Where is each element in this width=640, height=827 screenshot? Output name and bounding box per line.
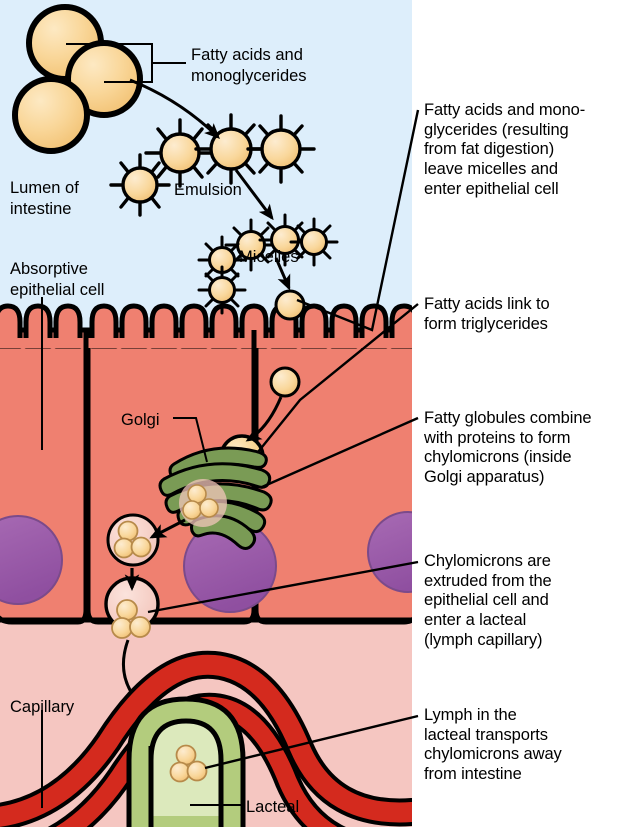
label-fatty-acids-l1: Fatty acids and	[191, 46, 303, 64]
annotation-line: (lymph capillary)	[424, 630, 543, 649]
annotation-line: chylomicrons away	[424, 745, 562, 764]
annotation-line: chylomicrons (inside	[424, 448, 572, 467]
arrow-globule-to-emulsion	[129, 78, 221, 139]
leader-annotation-4	[147, 560, 419, 614]
annotation-form-triglycerides: Fatty acids link to form triglycerides	[424, 295, 638, 334]
chylomicron-in-golgi	[179, 479, 227, 527]
label-absorptive-l2: epithelial cell	[10, 281, 104, 299]
annotation-line: enter a lacteal	[424, 610, 527, 629]
annotation-line: with proteins to form	[424, 428, 571, 447]
arrow-emulsion-to-micelles	[234, 169, 274, 221]
leader-golgi	[173, 417, 208, 463]
diagram-panel: Fatty acids and monoglycerides Lumen of …	[0, 0, 412, 827]
nucleus-right	[367, 511, 412, 593]
micelle-5	[197, 265, 247, 315]
leader-annotation-5	[204, 714, 419, 770]
emulsion-droplet-1	[109, 153, 171, 217]
label-micelles: Micelles	[239, 248, 299, 266]
annotation-chylomicrons-extruded: Chylomicrons are extruded from the epith…	[424, 552, 638, 650]
label-lacteal: Lacteal	[246, 798, 299, 816]
emulsion-droplets	[109, 113, 316, 217]
annotation-leaders	[147, 109, 420, 770]
nucleus-left	[0, 515, 63, 605]
annotation-line: glycerides (resulting	[424, 120, 569, 139]
annotation-line: enter epithelial cell	[424, 179, 559, 198]
large-lipid-globule-3	[12, 76, 90, 154]
lacteal-outline-inner	[148, 718, 224, 827]
free-fatty-acid-in-cell	[269, 366, 301, 398]
annotation-line: lacteal transports	[424, 725, 548, 744]
arrow-micelle-to-fatty-acid	[274, 257, 291, 291]
emulsion-droplet-4	[246, 114, 316, 184]
arrow-golgi-to-vesicle	[149, 518, 186, 539]
emulsion-droplet-3	[194, 113, 268, 185]
leader-annotation-2	[257, 303, 419, 453]
annotation-line: from intestine	[424, 764, 522, 783]
annotation-line: extruded from the	[424, 571, 552, 590]
annotation-line: epithelial cell and	[424, 591, 549, 610]
annotation-line: form triglycerides	[424, 314, 548, 333]
annotation-line: Chylomicrons are	[424, 552, 551, 570]
lacteal-outline-outer	[126, 696, 246, 827]
label-lumen-l2: intestine	[10, 200, 71, 218]
leader-annotation-1	[296, 109, 420, 332]
emulsion-droplet-2	[144, 118, 216, 188]
annotation-line: from fat digestion)	[424, 140, 555, 159]
annotation-fatty-acids-enter-cell: Fatty acids and mono- glycerides (result…	[424, 101, 638, 199]
annotation-chylomicrons-form: Fatty globules combine with proteins to …	[424, 409, 640, 488]
chylomicrons-in-lacteal	[169, 744, 208, 783]
label-emulsion: Emulsion	[174, 181, 242, 199]
chylomicron-vesicle	[106, 513, 160, 567]
annotation-lymph-transport: Lymph in the lacteal transports chylomic…	[424, 706, 638, 785]
label-fatty-acids-l2: monoglycerides	[191, 67, 307, 85]
leader-annotation-3	[261, 416, 419, 489]
golgi-cisterna-2	[158, 462, 272, 497]
label-capillary: Capillary	[10, 698, 75, 716]
fatty-acid-bracket	[66, 43, 186, 83]
lipid-globules-group	[12, 4, 143, 154]
micelles-group	[197, 213, 339, 315]
chylomicron-exocytosis-vesicle	[104, 576, 160, 639]
label-lumen-l1: Lumen of	[10, 179, 79, 197]
annotation-line: Golgi apparatus)	[424, 467, 545, 486]
label-absorptive-l1: Absorptive	[10, 260, 88, 278]
micelle-3	[289, 217, 339, 267]
arrow-fatty-acid-to-triglyceride	[245, 396, 283, 442]
annotation-line: Fatty globules combine	[424, 409, 592, 427]
annotation-line: Lymph in the	[424, 706, 517, 724]
annotation-line: Fatty acids link to	[424, 295, 550, 313]
label-golgi: Golgi	[121, 411, 160, 429]
annotation-line: Fatty acids and mono-	[424, 101, 586, 119]
in-figure-text: Fatty acids and monoglycerides Lumen of …	[10, 46, 307, 816]
free-fatty-acid-lumen	[274, 289, 306, 321]
annotation-line: leave micelles and	[424, 159, 558, 178]
